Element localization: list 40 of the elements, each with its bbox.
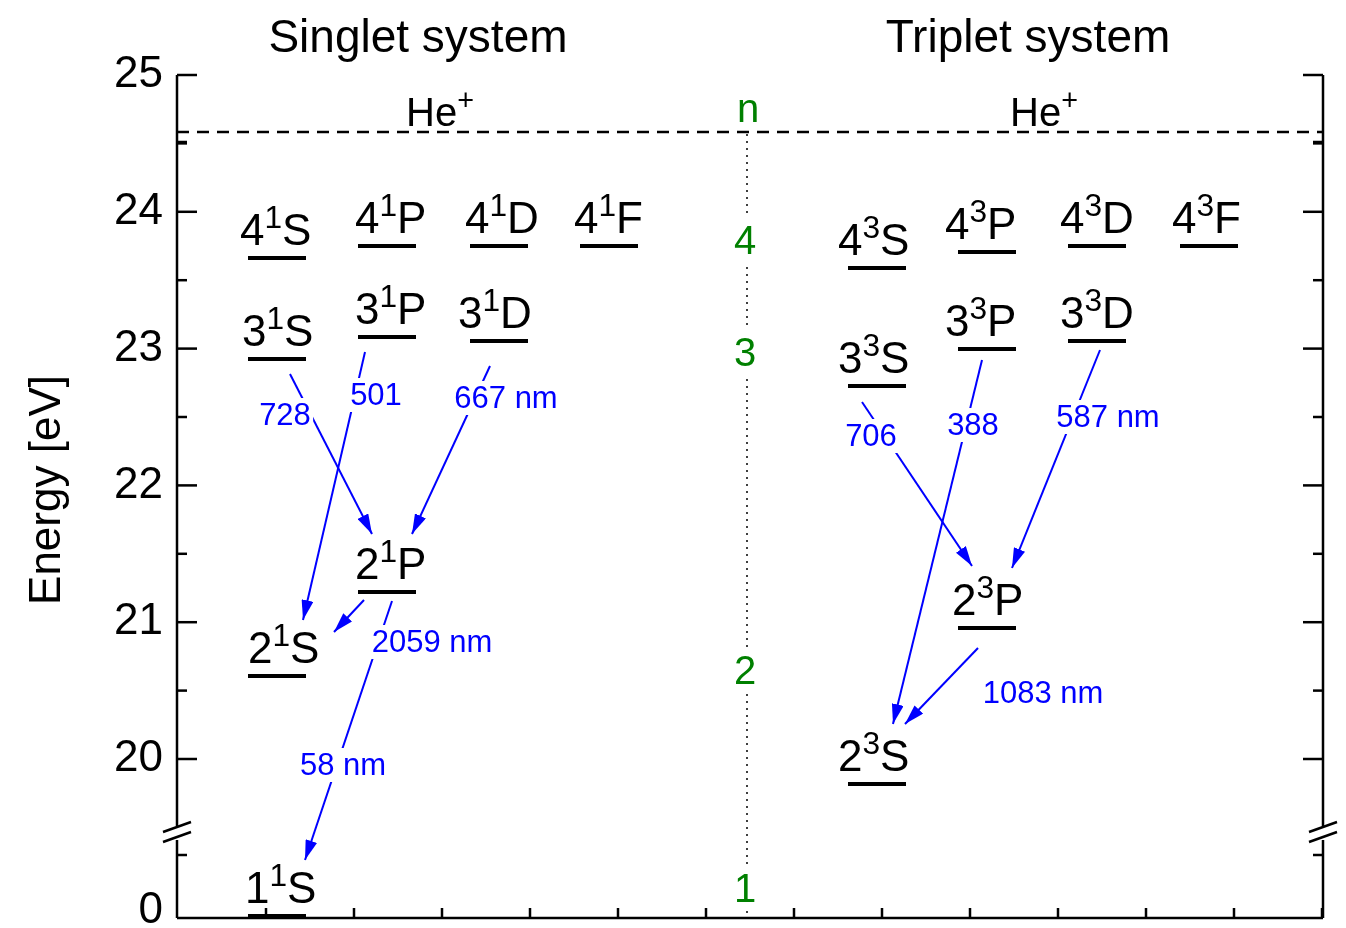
level-label: 4$^{3}$P xyxy=(945,200,1017,248)
transition-arrow xyxy=(289,373,373,535)
edge-label: 388 xyxy=(945,408,1001,442)
level-label: 3$^{1}$D xyxy=(458,289,532,337)
level-label: 4$^{1}$S xyxy=(240,206,312,254)
level-label: 4$^{3}$S xyxy=(838,216,910,264)
quantum-number: 3 xyxy=(733,330,757,374)
level-label: 3$^{3}$P xyxy=(945,297,1017,345)
level-label: 3$^{3}$D xyxy=(1060,289,1134,337)
transition-arrow xyxy=(891,359,983,725)
system-title: Singlet system xyxy=(268,10,568,62)
transition-arrow xyxy=(333,599,365,633)
transition-arrow xyxy=(904,647,979,725)
quantum-number: 4 xyxy=(733,218,757,262)
level-label: 2$^{3}$S xyxy=(838,732,910,780)
tick-label: 24 xyxy=(114,184,163,234)
level-label: 3$^{1}$S xyxy=(242,307,314,355)
ion-label: He$^{+}$ xyxy=(406,90,474,134)
tick-label: 22 xyxy=(114,458,163,508)
axis-title: Energy [eV] xyxy=(20,375,70,605)
edge-label: 501 xyxy=(348,378,404,412)
system-title: Triplet system xyxy=(885,10,1171,62)
tick-label: 20 xyxy=(114,731,163,781)
level-label: 2$^{1}$S xyxy=(248,624,320,672)
tick-label: 21 xyxy=(114,594,163,644)
level-label: 4$^{3}$F xyxy=(1172,194,1241,242)
ion-label: He$^{+}$ xyxy=(1010,90,1078,134)
level-label: 3$^{1}$P xyxy=(355,285,427,333)
level-label: 4$^{1}$D xyxy=(465,194,539,242)
level-label: 2$^{3}$P xyxy=(952,576,1024,624)
tick-label: 25 xyxy=(114,47,163,97)
level-label: 2$^{1}$P xyxy=(355,540,427,588)
level-label: 4$^{3}$D xyxy=(1060,194,1134,242)
level-label: 1$^{1}$S xyxy=(245,864,317,912)
tick-label: 23 xyxy=(114,321,163,371)
level-label: 4$^{1}$F xyxy=(574,194,643,242)
tick-label: 0 xyxy=(138,883,163,928)
level-label: 3$^{3}$S xyxy=(838,334,910,382)
edge-label: 706 xyxy=(843,419,899,453)
level-label: 4$^{1}$P xyxy=(355,194,427,242)
